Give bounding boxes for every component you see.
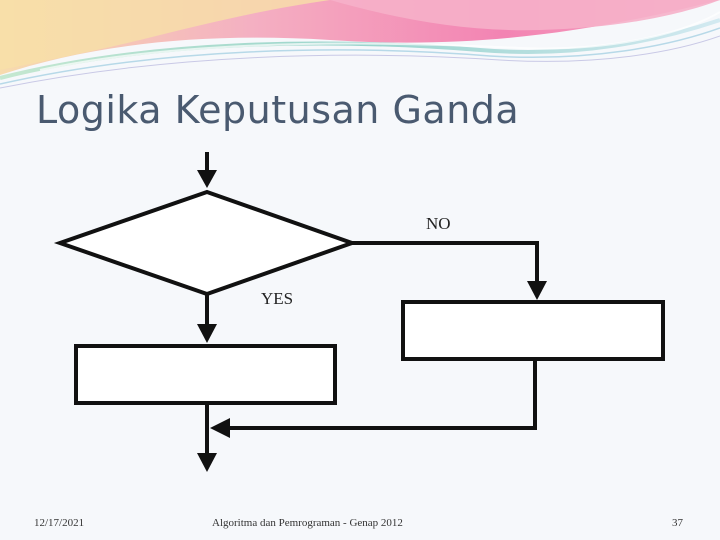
footer-course: Algoritma dan Pemrograman - Genap 2012 xyxy=(212,517,403,529)
footer-date: 12/17/2021 xyxy=(34,517,84,529)
entry-arrow xyxy=(197,152,217,188)
process-box-no xyxy=(403,302,663,359)
process-box-yes xyxy=(76,346,335,403)
footer-page-number: 37 xyxy=(672,517,683,529)
exit-arrow xyxy=(197,403,217,472)
yes-branch-arrow xyxy=(197,294,217,343)
decision-diamond xyxy=(60,192,352,294)
no-branch-arrow xyxy=(352,241,547,300)
yes-label: YES xyxy=(261,289,293,308)
no-label: NO xyxy=(426,214,451,233)
